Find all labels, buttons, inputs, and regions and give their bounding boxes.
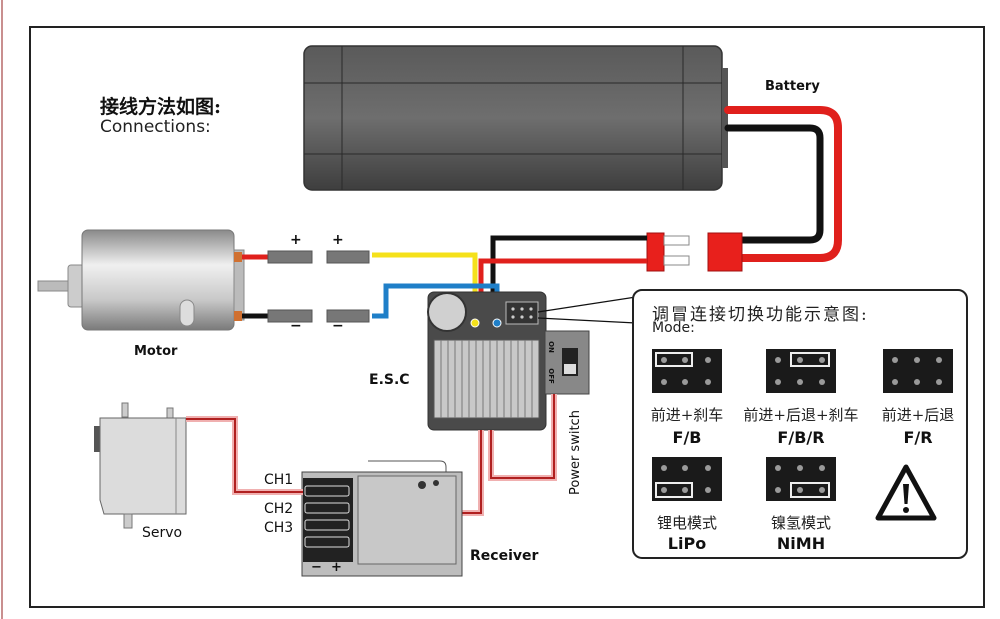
channel-label-ch2: CH2 [264,501,294,517]
jumper-bridge [655,352,693,367]
mode-fbr-cn: 前进+后退+刹车 [743,406,859,424]
channel-label-ch1: CH1 [264,472,294,488]
heading-cn: 接线方法如图: [100,96,222,118]
jumper-fb [652,349,722,393]
esc-label: E.S.C [369,372,410,388]
mode-panel-title: 调冒连接切换功能示意图: [652,305,869,325]
battery-label: Battery [765,79,820,94]
jumper-fr [883,349,953,393]
mode-nimh-cn: 镍氢模式 [770,514,831,532]
jumper-fbr [766,349,836,393]
mode-panel-subtitle: Mode: [652,320,695,336]
receiver [301,460,463,577]
leader-line [537,317,637,324]
jumper-lipo [652,457,722,501]
esc-minus-sign: − [332,318,344,334]
mode-lipo-en: LiPo [667,534,707,553]
warning-icon [875,464,937,521]
motor-label: Motor [134,344,178,359]
battery-leads [724,106,842,262]
jumper-bridge [790,482,830,498]
power-switch [544,330,590,395]
servo [94,402,187,529]
motor [37,229,370,331]
servo-label: Servo [142,525,183,541]
leader-line [537,296,637,313]
rail-minus-label: − [311,560,322,575]
power-switch-label: Power switch [568,410,583,495]
mode-fb-en: F/B [672,428,702,447]
esc-unit [427,291,547,431]
mode-fr-en: F/R [903,428,933,447]
heading-en: Connections: [100,117,211,137]
jumper-bridge [790,352,830,367]
rail-plus-label: + [331,560,342,575]
mode-fb-cn: 前进+刹车 [650,406,724,424]
mode-nimh-en: NiMH [776,534,826,553]
mode-fr-cn: 前进+后退 [881,406,955,424]
channel-label-ch3: CH3 [264,520,294,536]
battery-pack [303,45,728,191]
jumper-bridge [655,482,693,498]
switch-off-label: OFF [546,368,555,384]
battery-connector [707,232,743,272]
mode-lipo-cn: 锂电模式 [656,514,717,532]
motor-minus-sign: − [290,318,302,334]
jumper-nimh [766,457,836,501]
diagram-frame [29,26,985,608]
mode-fbr-en: F/B/R [777,428,825,447]
motor-plus-sign: + [290,232,302,248]
page-edge-line [1,0,3,619]
esc-connector [646,232,690,272]
switch-on-label: ON [546,341,555,353]
receiver-label: Receiver [470,548,539,564]
esc-plus-sign: + [332,232,344,248]
